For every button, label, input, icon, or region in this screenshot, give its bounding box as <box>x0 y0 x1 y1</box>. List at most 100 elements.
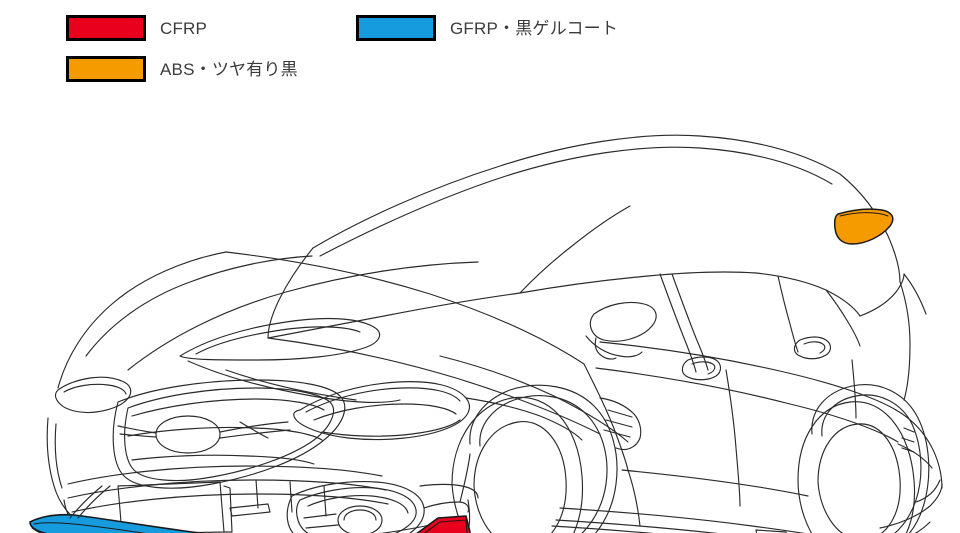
legend-label-abs-gloss-black: ABS・ツヤ有り黒 <box>160 59 298 79</box>
rocker-winglet <box>755 529 787 533</box>
lower-grille-div-3 <box>323 485 327 517</box>
material-legend: CFRP ABS・ツヤ有り黒 GFRP・黒ゲルコート <box>0 0 960 100</box>
headlight-right-drl <box>321 419 461 437</box>
mirror-outline <box>589 301 657 342</box>
front-lip-spoiler-blue <box>29 513 207 533</box>
bumper-lower-edge-2 <box>54 423 63 489</box>
rear-door-rear-shutline <box>851 359 857 419</box>
fog-bezel-outer <box>286 481 425 533</box>
hood-left-contour <box>85 255 313 357</box>
bumper-corner-outer <box>423 501 470 513</box>
door-handle-front-inner <box>691 361 716 375</box>
rear-diffuser-fin-1 <box>903 427 915 433</box>
door-handle-front-outline <box>681 356 722 381</box>
legend-item-abs-gloss-black: ABS・ツヤ有り黒 <box>66 54 298 84</box>
grille-inner-hexagon <box>124 387 334 482</box>
roof-rear-to-trunk <box>839 173 901 283</box>
fog-bezel-inner <box>296 487 417 533</box>
front-lip-tip-left <box>31 527 42 533</box>
lower-intake-bottom-line <box>71 493 389 513</box>
bumper-lower-outline <box>46 417 461 533</box>
side-body-crease-mid <box>595 367 899 443</box>
bumper-corner-canard-red <box>416 515 471 533</box>
rear-bumper-lower <box>915 479 941 503</box>
badge-wing-right-3 <box>239 421 269 439</box>
headlight-left-inner <box>63 383 127 395</box>
legend-item-gfrp-black-gelcoat: GFRP・黒ゲルコート <box>356 13 618 43</box>
grille-bar-upper <box>131 398 325 417</box>
rear-bumper-outline <box>895 409 943 489</box>
fender-vent-fin-3 <box>603 429 631 438</box>
rear-spoiler-tip-orange <box>833 208 894 245</box>
side-body-crease-lower <box>621 469 809 497</box>
body-fill-mass <box>45 121 915 464</box>
car-line-art-illustration <box>0 88 960 533</box>
grille-bar-lower <box>131 454 315 465</box>
front-lip-upper-highlight <box>33 522 147 533</box>
front-lip-mount-stay <box>69 485 103 519</box>
rear-wheel-arch-outer <box>811 384 930 533</box>
front-wheel-arch-inner <box>479 395 608 533</box>
fender-to-door-shutline <box>583 363 629 471</box>
mirror-stalk <box>594 337 617 360</box>
hood-scoop-outer <box>179 317 381 361</box>
hood-scoop-rear-shadow <box>187 360 401 403</box>
legend-label-cfrp: CFRP <box>160 18 208 38</box>
side-intake-vane-2 <box>305 524 339 529</box>
grille-bar-mid <box>127 426 323 441</box>
headlight-right-inner-2 <box>313 403 457 421</box>
hood-rear-shutline <box>267 337 601 435</box>
a-pillar-right <box>519 205 631 294</box>
lower-grille-div-1 <box>255 479 259 509</box>
canard-edge-vertical <box>465 519 468 533</box>
bumper-to-arch-line <box>459 453 471 503</box>
rear-quarter-glass-edge <box>825 289 861 347</box>
bumper-corner-shoulder <box>419 483 479 499</box>
rear-deck-shoulder <box>859 273 905 317</box>
license-plate-bracket <box>229 503 271 517</box>
front-lip-mount-stay-2 <box>77 485 111 519</box>
grille-outer-hexagon <box>112 379 346 489</box>
lower-intake-top-line <box>67 465 383 485</box>
rocker-panel-side-skirt <box>551 525 654 533</box>
rear-tire-outer <box>797 401 916 533</box>
windshield-pillar-left <box>267 247 314 339</box>
front-tire-outer <box>451 396 584 533</box>
subaru-badge-ellipse <box>155 415 221 454</box>
hood-front-edge <box>57 251 227 389</box>
legend-swatch-abs-gloss-black <box>66 56 146 82</box>
rocker-panel-top <box>555 519 719 533</box>
fog-bezel-inner-2 <box>307 495 409 514</box>
rear-spoiler-tip-edge <box>839 212 889 217</box>
side-glass-front-upper <box>519 271 757 294</box>
fog-lamp-circle <box>337 505 383 533</box>
rear-skirt-line <box>914 521 931 533</box>
hood-scoop-inner <box>195 326 361 355</box>
door-handle-rear-inner <box>803 341 826 354</box>
badge-wing-right <box>219 421 289 433</box>
fender-vent-fin-1 <box>607 409 633 418</box>
door-sill-upper <box>559 507 806 533</box>
rear-diffuser-fin-3 <box>901 447 915 453</box>
front-wheel-arch-outer <box>469 384 618 533</box>
rear-diffuser-fin-2 <box>901 437 915 443</box>
lower-intake-mid-line <box>67 479 387 499</box>
rear-tail-edge <box>903 273 927 315</box>
car-svg <box>29 121 943 533</box>
hood-centerline-crease <box>127 261 479 371</box>
legend-swatch-cfrp <box>66 15 146 41</box>
legend-swatch-gfrp-black-gelcoat <box>356 15 436 41</box>
hood-right-crease <box>225 251 585 365</box>
door-front-shutline <box>627 469 641 527</box>
door-handle-rear-outline <box>793 336 832 360</box>
rear-quarter-lower-crease <box>879 483 943 529</box>
side-intake-vane-1 <box>303 513 337 519</box>
mirror-base <box>585 335 643 358</box>
side-body-crease-upper <box>599 341 897 411</box>
windshield-base <box>267 292 521 339</box>
trunk-shoulder-line <box>899 281 911 401</box>
badge-wing-left-2 <box>119 433 157 438</box>
roof-outer-line <box>312 134 841 249</box>
headlight-right-outline <box>293 381 470 441</box>
